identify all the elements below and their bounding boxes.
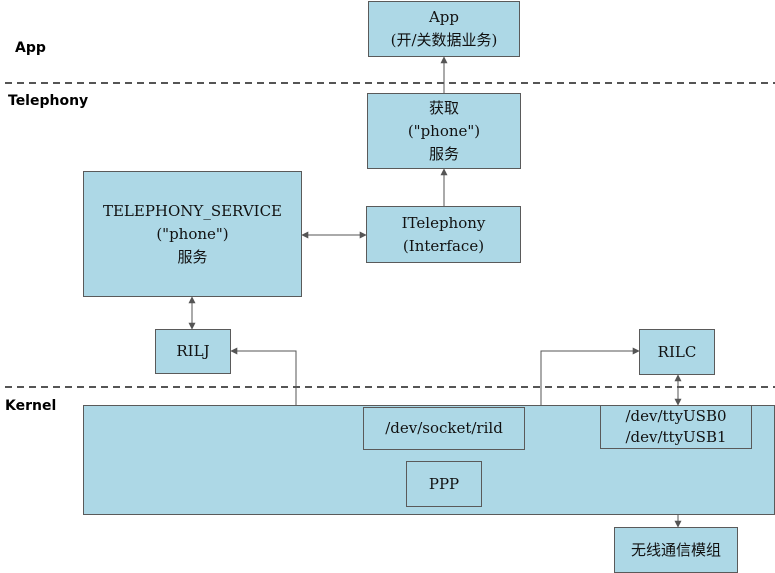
layer-label-app: App: [15, 40, 46, 56]
tty-node: /dev/ttyUSB0 /dev/ttyUSB1: [600, 405, 752, 449]
modem-label: 无线通信模组: [630, 540, 721, 559]
get-service-node: 获取 ("phone") 服务: [367, 93, 521, 169]
app-node-title: App: [428, 8, 460, 26]
get-service-line1: 获取: [428, 98, 459, 117]
rilc-node: RILC: [639, 329, 715, 375]
get-service-line2: ("phone"): [407, 121, 481, 140]
socket-node: /dev/socket/rild: [363, 407, 525, 450]
app-node-subtitle: (开/关数据业务): [390, 31, 498, 49]
tty-line2: /dev/ttyUSB1: [625, 428, 727, 446]
app-node: App (开/关数据业务): [368, 1, 520, 57]
telephony-service-line2: ("phone"): [156, 225, 229, 243]
telephony-service-line3: 服务: [177, 248, 208, 266]
layer-label-telephony: Telephony: [8, 93, 89, 109]
rilc-label: RILC: [657, 342, 697, 361]
itelephony-title: ITelephony: [401, 213, 486, 232]
layer-label-kernel: Kernel: [5, 398, 57, 414]
telephony-service-title: TELEPHONY_SERVICE: [102, 202, 283, 220]
socket-label: /dev/socket/rild: [385, 419, 503, 437]
rilj-label: RILJ: [176, 342, 210, 360]
get-service-line3: 服务: [428, 144, 459, 163]
ppp-label: PPP: [428, 474, 460, 493]
tty-line1: /dev/ttyUSB0: [625, 407, 727, 425]
itelephony-node: ITelephony (Interface): [366, 206, 521, 263]
itelephony-subtitle: (Interface): [402, 236, 485, 255]
telephony-service-node: TELEPHONY_SERVICE ("phone") 服务: [83, 171, 302, 297]
rilj-node: RILJ: [155, 329, 231, 374]
ppp-node: PPP: [406, 461, 482, 507]
modem-node: 无线通信模组: [614, 527, 738, 573]
